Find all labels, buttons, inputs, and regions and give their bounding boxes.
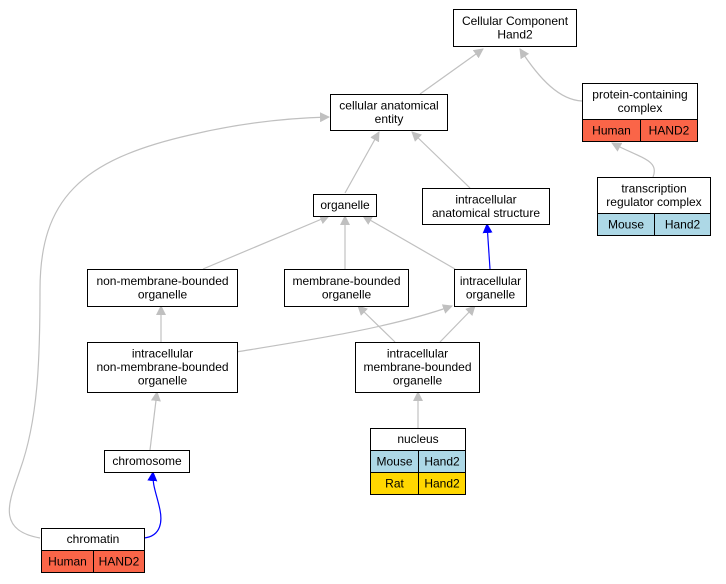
edge-protein-complex-to-root [519, 48, 583, 102]
gene-badge[interactable]: HAND2 [93, 550, 145, 573]
node-label-line: membrane-bounded [292, 274, 400, 288]
gene-badge[interactable]: Hand2 [418, 450, 466, 473]
node-label-line: organelle [320, 198, 370, 212]
gene-badge-text: Hand2 [424, 455, 460, 469]
node-label-line: Cellular Component [462, 14, 569, 28]
node-label-line: non-membrane-bounded [96, 274, 228, 288]
node-label-line: organelle [466, 287, 516, 301]
species-badge-text: Human [592, 124, 631, 138]
node-label-line: complex [618, 101, 663, 115]
annotations-protein-containing-complex: Human HAND2 [582, 119, 698, 142]
node-label-line: organelle [138, 287, 188, 301]
species-badge[interactable]: Human [582, 119, 641, 142]
gene-badge[interactable]: Hand2 [654, 213, 711, 236]
edge-int-membrane-to-membrane-bounded [357, 305, 396, 343]
node-label-line: entity [375, 112, 404, 126]
species-badge[interactable]: Rat [370, 472, 419, 495]
node-chromatin[interactable]: chromatin [41, 528, 145, 551]
edge-intracellular-organelle-to-intracellular-structure [482, 223, 493, 270]
node-label-line: protein-containing [592, 87, 687, 101]
species-badge[interactable]: Mouse [370, 450, 419, 473]
edge-int-non-membrane-to-intracellular-organelle [235, 304, 453, 353]
edge-chromosome-to-int-non-membrane [149, 391, 161, 451]
species-badge[interactable]: Human [41, 550, 94, 573]
edge-non-membrane-to-organelle [202, 214, 330, 270]
node-label-line: organelle [138, 374, 188, 388]
node-label-line: organelle [322, 287, 372, 301]
species-badge-text: Mouse [376, 455, 412, 469]
node-label-line: transcription [621, 181, 686, 195]
node-chromosome[interactable]: chromosome [104, 450, 190, 473]
node-label-line: non-membrane-bounded [96, 360, 228, 374]
node-label-line: chromosome [112, 454, 182, 468]
gene-badge[interactable]: HAND2 [640, 119, 698, 142]
node-label-line: nucleus [397, 432, 438, 446]
edges [8, 48, 655, 539]
gene-badge-text: Hand2 [665, 218, 701, 232]
node-organelle[interactable]: organelle [313, 194, 377, 217]
node-label-line: regulator complex [606, 195, 701, 209]
edge-organelle-to-entity [344, 131, 380, 194]
node-intracellular-non-membrane-bounded-organelle[interactable]: intracellularnon-membrane-boundedorganel… [87, 342, 238, 393]
edge-entity-to-root [419, 48, 484, 95]
gene-badge-text: Hand2 [424, 477, 460, 491]
node-label-line: intracellular [132, 347, 193, 361]
edge-int-membrane-to-intracellular-organelle [439, 305, 476, 343]
species-badge-text: Rat [385, 477, 404, 491]
gene-badge-text: HAND2 [649, 124, 690, 138]
annotations-transcription-regulator-complex: Mouse Hand2 [597, 213, 711, 236]
node-label-line: organelle [393, 374, 443, 388]
species-badge[interactable]: Mouse [597, 213, 655, 236]
edge-transcription-complex-to-protein-complex [611, 142, 655, 178]
edge-chromatin-to-entity [8, 112, 330, 539]
node-label-line: chromatin [67, 532, 120, 546]
species-badge-text: Mouse [608, 218, 644, 232]
node-label-line: intracellular [387, 347, 448, 361]
gene-badge[interactable]: Hand2 [418, 472, 466, 495]
species-badge-text: Human [48, 555, 87, 569]
node-label-line: intracellular [460, 274, 521, 288]
edge-intracellular-structure-to-entity [411, 131, 471, 189]
node-label-line: cellular anatomical [339, 98, 438, 112]
edge-chromatin-to-chromosome [143, 471, 162, 539]
node-label-line: membrane-bounded [363, 360, 471, 374]
node-label-line: anatomical structure [432, 206, 540, 220]
node-nucleus[interactable]: nucleus [370, 428, 466, 451]
node-label-line: intracellular [455, 192, 516, 206]
annotations-chromatin: Human HAND2 [41, 550, 145, 573]
node-label-line: Hand2 [497, 27, 533, 41]
gene-badge-text: HAND2 [99, 555, 140, 569]
edge-intracellular-organelle-to-organelle [362, 215, 456, 270]
